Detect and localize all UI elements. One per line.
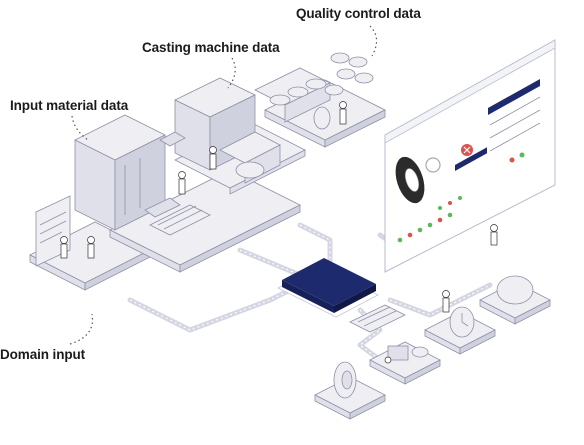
input-material-label: Input material data [10, 98, 129, 113]
logo-text: ʳiA [223, 270, 249, 297]
central-ai-logo-block: ʳiA [223, 258, 379, 318]
dashboard-panel [384, 39, 556, 273]
label-leader-lines [69, 25, 378, 345]
analytics-platforms [314, 275, 551, 420]
casting-machine-label: Casting machine data [142, 40, 280, 55]
casting-machine-platform [159, 77, 306, 195]
domain-input-label: Domain input [0, 347, 86, 362]
input-material-platform [74, 114, 301, 273]
quality-control-label: Quality control data [296, 6, 421, 21]
quality-control-platform [254, 52, 386, 148]
